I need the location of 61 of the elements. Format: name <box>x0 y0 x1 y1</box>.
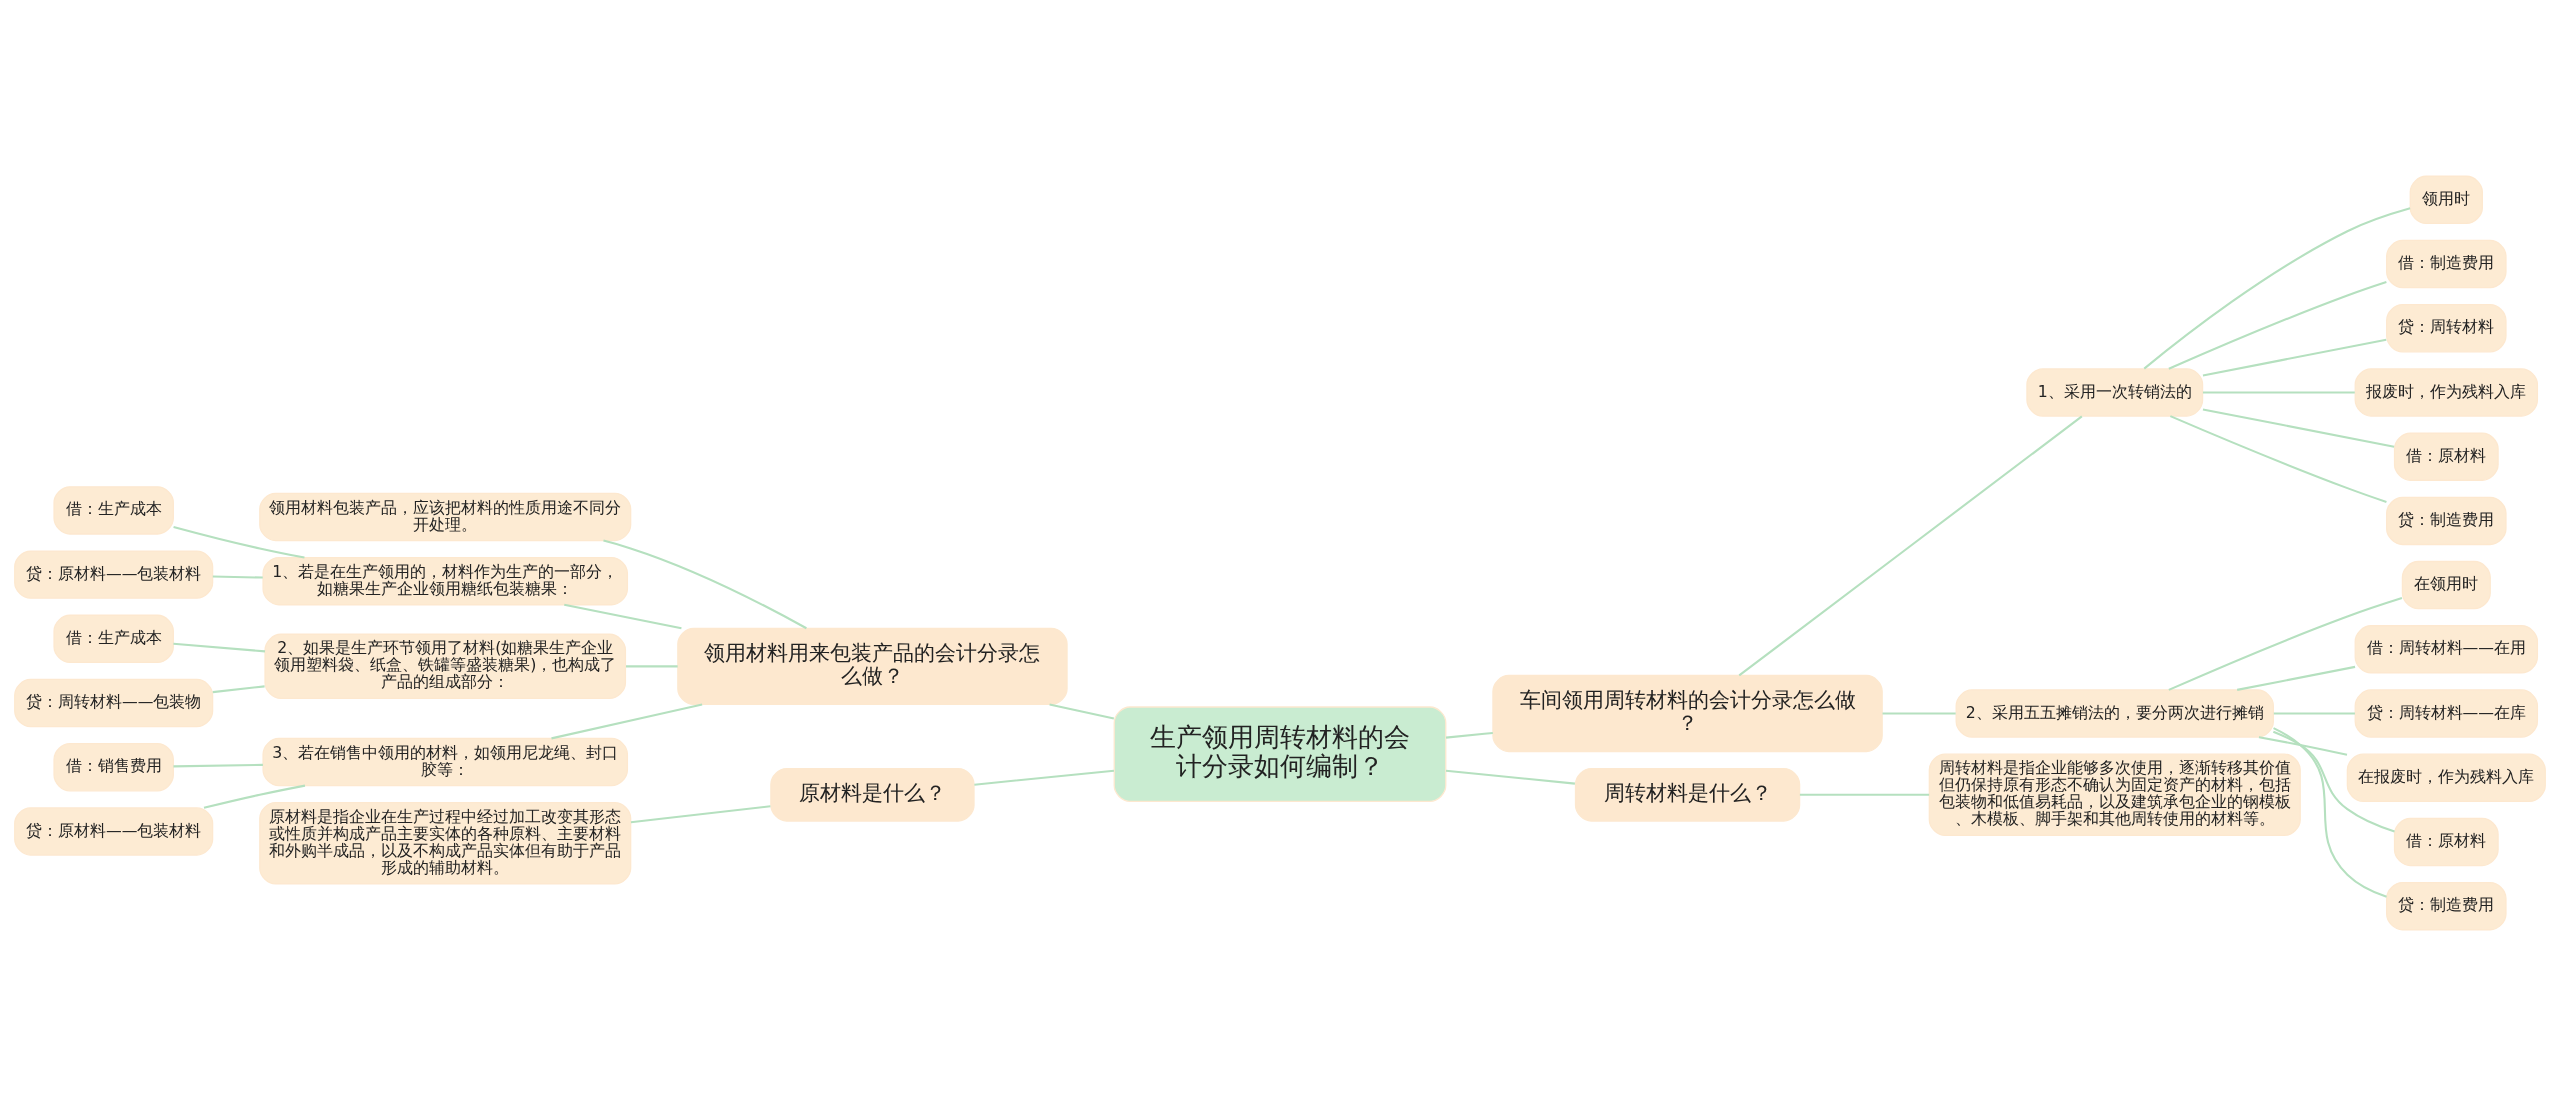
node-box: 贷：周转材料——在库 <box>2354 689 2539 738</box>
node-box: 贷：周转材料 <box>2386 304 2507 353</box>
node-box: 领用材料包装产品，应该把材料的性质用途不同分开处理。 <box>259 492 632 542</box>
connector <box>2202 391 2355 394</box>
node-box: 2、如果是生产环节领用了材料(如糖果生产企业领用塑料袋、纸盒、铁罐等盛装糖果)，也构成了产品的组成部分： <box>264 633 627 700</box>
node-box: 领用时 <box>2409 175 2483 225</box>
node-box: 贷：制造费用 <box>2386 496 2507 546</box>
node-box: 原材料是指企业在生产过程中经过加工改变其形态或性质并构成产品主要实体的各种原料、主要材料和外购半成品，以及不构成产品实体但有助于产品形成的辅助材料。 <box>259 802 632 885</box>
connector <box>564 603 682 630</box>
connector <box>2168 597 2403 691</box>
connector <box>603 539 807 630</box>
node-box: 原材料是什么？ <box>770 767 975 822</box>
node-box: 借：生产成本 <box>53 614 174 664</box>
connector <box>173 763 263 768</box>
connector <box>551 703 703 740</box>
node-box: 借：销售费用 <box>53 743 174 792</box>
connector <box>1799 793 1930 796</box>
node-box: 1、若是在生产领用的，材料作为生产的一部分，如糖果生产企业领用糖纸包装糖果： <box>262 556 629 606</box>
node-box: 1、采用一次转销法的 <box>2026 368 2204 417</box>
connector <box>2258 736 2348 756</box>
connector <box>173 525 305 559</box>
node-box: 2、采用五五摊销法的，要分两次进行摊销 <box>1955 689 2274 738</box>
connector <box>212 685 265 694</box>
node-box: 3、若在销售中领用的材料，如领用尼龙绳、封口胶等： <box>262 737 629 787</box>
node-box: 借：制造费用 <box>2386 239 2507 289</box>
connector <box>2273 712 2355 715</box>
node-box: 周转材料是什么？ <box>1574 767 1801 822</box>
connector <box>630 805 771 824</box>
connector <box>2143 207 2411 370</box>
connector <box>974 769 1115 786</box>
connector <box>1049 703 1115 720</box>
node-box: 周转材料是指企业能够多次使用，逐渐转移其价值但仍保持原有形态不确认为固定资产的材料，包括包装物和低值易耗品，以及建筑承包企业的钢模板、木模板、脚手架和其他周转使用的材料等。 <box>1928 753 2301 837</box>
node-box: 贷：周转材料——包装物 <box>14 678 214 728</box>
node-box: 在领用时 <box>2401 560 2491 610</box>
node-box: 车间领用周转材料的会计分录怎么做？ <box>1492 674 1883 753</box>
connector <box>1445 731 1493 739</box>
connector <box>2236 665 2356 691</box>
node-box: 借：原材料 <box>2393 817 2499 867</box>
node-box: 借：原材料 <box>2393 432 2499 481</box>
connector <box>212 575 263 579</box>
node-box: 领用材料用来包装产品的会计分录怎么做？ <box>677 627 1068 705</box>
connector <box>1882 712 1956 715</box>
node-box: 在报废时，作为残料入库 <box>2346 753 2546 802</box>
node-box: 贷：原材料——包装材料 <box>14 550 214 599</box>
connector <box>1445 769 1576 785</box>
node-box: 贷：原材料——包装材料 <box>14 807 214 856</box>
connector <box>626 665 678 668</box>
node-box: 报废时，作为残料入库 <box>2354 368 2539 417</box>
connector <box>2168 281 2387 370</box>
connector <box>173 642 266 653</box>
connector <box>2273 727 2387 898</box>
connector <box>1738 415 2083 677</box>
node-box: 借：生产成本 <box>53 486 174 535</box>
connector <box>2169 415 2387 503</box>
connector <box>203 784 306 809</box>
node-box: 贷：制造费用 <box>2386 881 2507 931</box>
node-box: 生产领用周转材料的会计分录如何编制？ <box>1113 706 1447 802</box>
node-box: 借：周转材料——在用 <box>2354 625 2539 674</box>
connector <box>2273 730 2395 833</box>
connector <box>2202 338 2387 377</box>
connector <box>2202 408 2395 448</box>
